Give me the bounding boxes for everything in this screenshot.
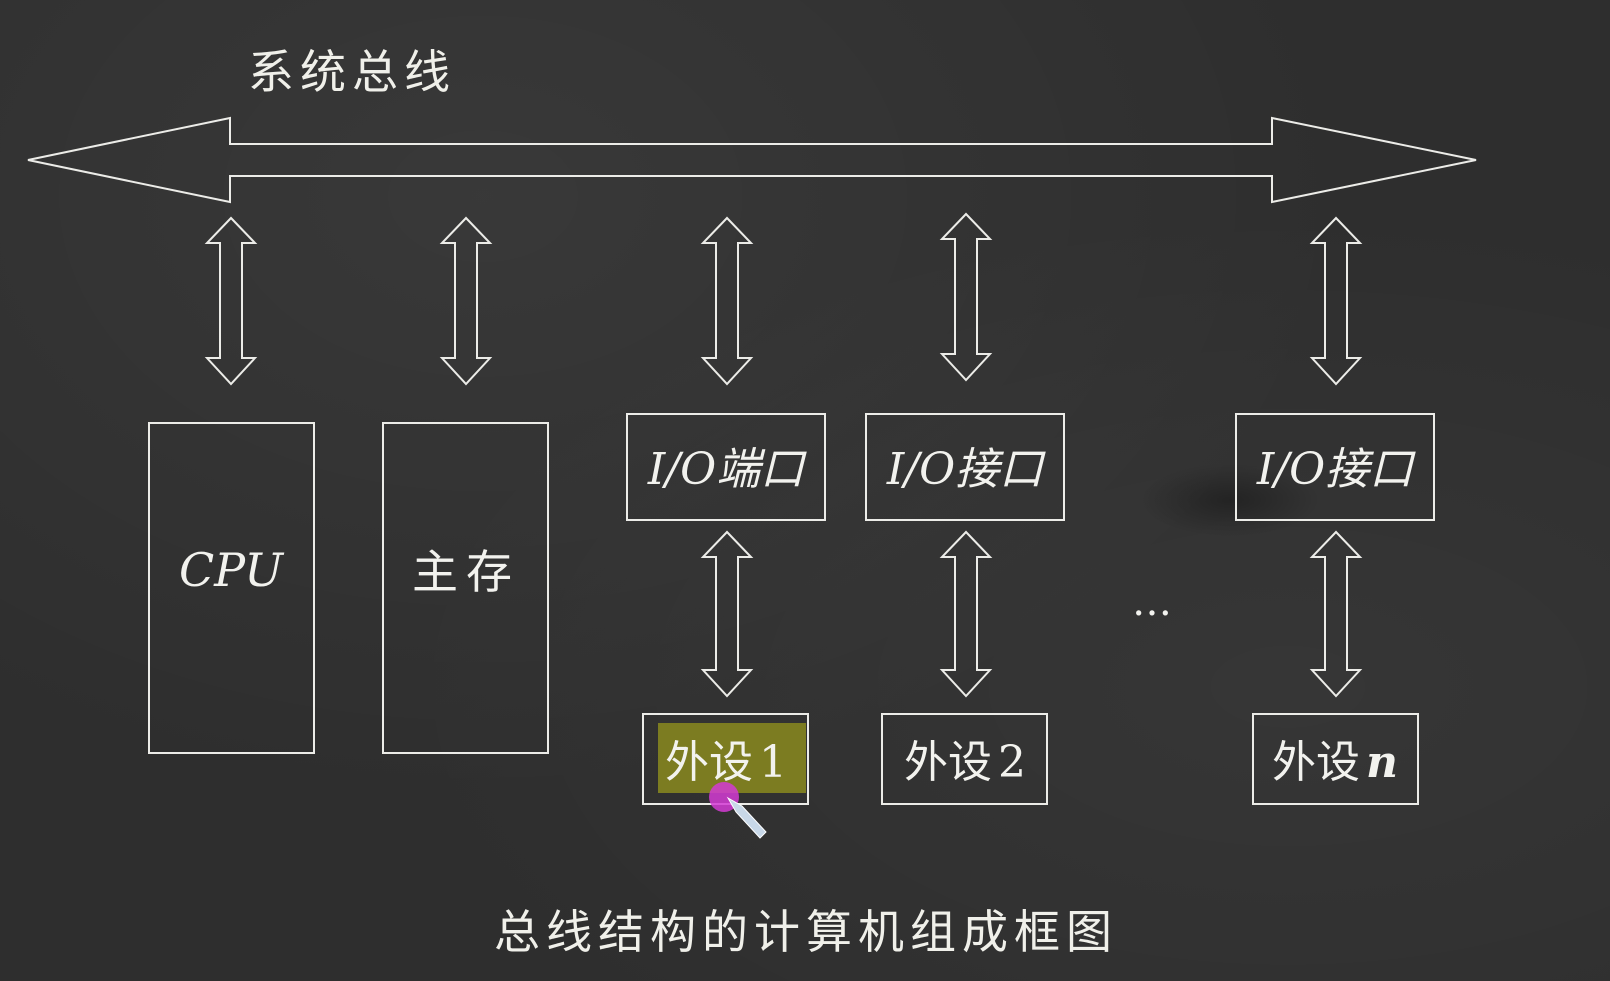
io-port-label: I/O端口	[647, 444, 807, 495]
io-interface-n-label: I/O接口	[1256, 444, 1416, 495]
bus-label: 系统总线	[248, 45, 456, 99]
figure-caption: 总线结构的计算机组成框图	[494, 905, 1118, 959]
cpu-label: CPU	[179, 543, 285, 597]
memory-bus-connector-arrow	[439, 216, 493, 386]
cpu-bus-connector-arrow	[204, 216, 258, 386]
io-interface-n-bus-connector-arrow	[1309, 216, 1363, 386]
io-interface-2-box	[865, 413, 1065, 521]
io-interface-2-peripheral-2-arrow	[939, 530, 993, 698]
io-interface-n-box	[1235, 413, 1435, 521]
system-bus-arrow	[27, 116, 1477, 204]
peripheral-1-highlight	[658, 723, 806, 793]
cpu-block	[148, 422, 315, 754]
memory-block	[382, 422, 549, 754]
pen-cursor-icon	[709, 782, 767, 839]
io-interface-2-label: I/O接口	[886, 444, 1046, 495]
ellipsis: …	[1132, 579, 1172, 625]
io-port-bus-connector-arrow	[700, 216, 754, 386]
io-interface-2-bus-connector-arrow	[939, 212, 993, 382]
peripheral-2-box	[881, 713, 1048, 805]
io-interface-n-peripheral-n-arrow	[1309, 530, 1363, 698]
memory-label: 主存	[412, 545, 520, 599]
io-port-peripheral-1-arrow	[700, 530, 754, 698]
peripheral-n-box	[1252, 713, 1419, 805]
io-port-box	[626, 413, 826, 521]
